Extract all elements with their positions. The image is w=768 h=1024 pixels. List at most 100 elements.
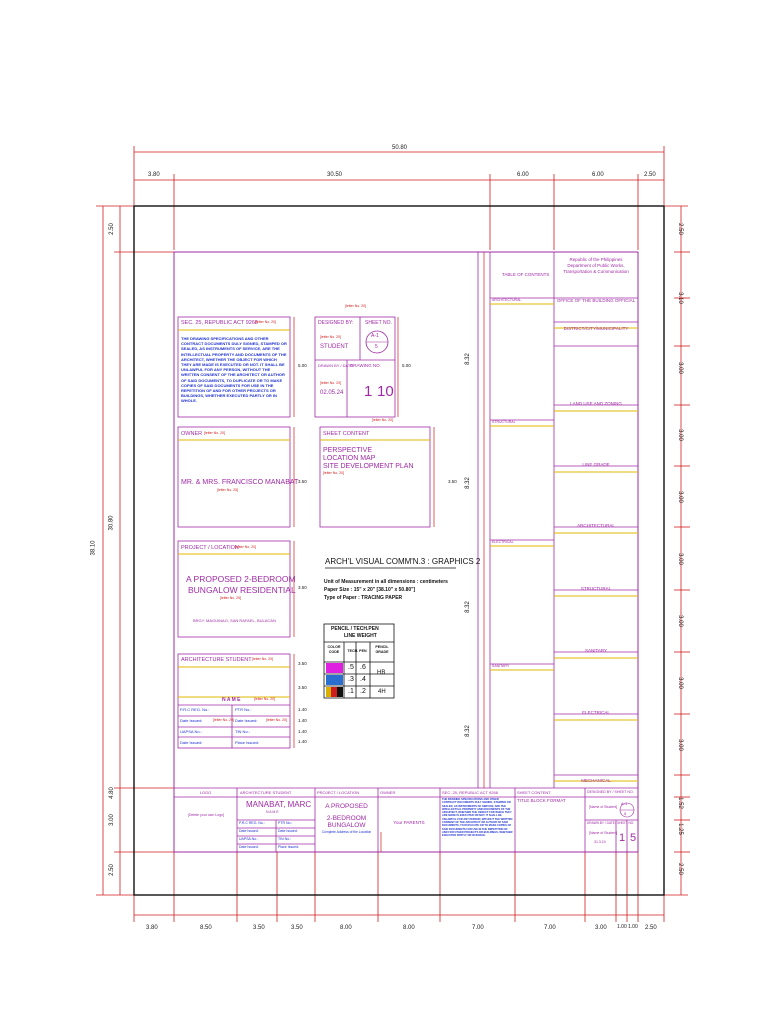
- sheet-content-line-1: PERSPECTIVE: [323, 447, 373, 454]
- sheet-content-label: SHEET CONTENT: [323, 431, 370, 437]
- dim-top-seg-3: 6.00: [517, 172, 529, 178]
- dim-right-seg-1: 2.50: [676, 223, 683, 235]
- dim-bottom-seg-7: 7.00: [472, 925, 484, 931]
- designed-by-label: DESIGNED BY:: [318, 320, 354, 326]
- dim-box-11: 1.40: [298, 739, 307, 744]
- dim-right-seg-7: 3.00: [676, 615, 683, 627]
- pencil-table-subtitle: LINE WEIGHT: [344, 633, 377, 639]
- tb-sheet-label: SHEET NO.: [617, 821, 635, 825]
- owner-label: OWNER: [181, 431, 203, 437]
- dim-bottom-seg-9: 3.00: [595, 925, 607, 931]
- tb-header-project: PROJECT / LOCATION: [317, 790, 360, 795]
- sheet-symbol-top: A-1: [371, 333, 379, 339]
- drawing-no-left: 1: [364, 383, 373, 400]
- course-paper-size: Paper Size : 15" x 20" [38.10" x 50.80"]: [324, 587, 416, 593]
- dim-bottom-seg-10: 1.00: [617, 924, 627, 930]
- tb-header-owner: OWNER: [380, 790, 396, 795]
- student-name-letter-tag: [letter No. 20]: [254, 697, 276, 701]
- tb-date: 31.3.24: [594, 840, 606, 844]
- sheet-content-line-2: LOCATION MAP: [323, 455, 376, 462]
- dim-right-seg-8: 3.00: [676, 677, 683, 689]
- dim-bottom-seg-6: 8.00: [403, 925, 415, 931]
- pencil-row-3-a: .1: [348, 688, 354, 695]
- dim-section-height-4: 8.32: [464, 725, 471, 737]
- dim-section-height-3: 8.32: [464, 601, 471, 613]
- approval-sanitary: SANITARY: [584, 648, 608, 653]
- tb-drawn-label: DRAWN BY / DATE:: [587, 821, 616, 825]
- pencil-table-title: PENCIL / TECH.PEN: [331, 626, 379, 632]
- course-paper-type: Type of Paper : TRACING PAPER: [324, 595, 403, 601]
- sec25-letter-tag: [letter No. 20]: [255, 320, 277, 324]
- dim-box-4: 3.50: [448, 479, 457, 484]
- dim-right-seg-3: 3.00: [676, 362, 683, 374]
- district-label: DISTRICT/CITY/MUNICIPALITY: [563, 326, 629, 331]
- drawn-by-date: 02.05.24: [320, 390, 344, 396]
- drawn-by-label: DRAWN BY / DATE:: [318, 363, 355, 368]
- dim-right-seg-11: 1.25: [676, 823, 683, 835]
- sheet-letter-tag: [letter No. 20]: [345, 304, 367, 308]
- dim-left-seg-1: 2.50: [108, 223, 115, 235]
- student-field-3a: UAPSA No.:: [180, 729, 202, 734]
- sheet-content-line-3: SITE DEVELOPMENT PLAN: [323, 463, 414, 470]
- tb-project-line-2: 2-BEDROOM BUNGALOW: [326, 815, 367, 829]
- approval-line-grade: LINE GRADE: [582, 462, 610, 467]
- student-field-4a: Date Issued:: [180, 740, 203, 745]
- dim-box-7: 3.50: [298, 661, 307, 666]
- dim-top-seg-5: 2.50: [644, 172, 656, 178]
- course-unit: Unit of Measurement in all dimensions : …: [324, 579, 448, 585]
- dim-right-seg-9: 3.00: [676, 739, 683, 751]
- toc-label: TABLE OF CONTENTS: [502, 272, 550, 277]
- pencil-table-header-pen: TECH. PEN: [347, 649, 367, 653]
- tb-sheet-right: 5: [630, 832, 637, 844]
- project-label: PROJECT / LOCATION: [181, 545, 239, 551]
- tb-field-1a: P.R.C REG. No.:: [239, 821, 265, 825]
- student-field-3b: TIN No.:: [235, 729, 250, 734]
- tb-student-sub: N A M E: [266, 810, 279, 814]
- dim-bottom-seg-12: 2.50: [645, 925, 657, 931]
- republic-line-1: Republic of the Philippines: [569, 257, 623, 262]
- dim-box-6: 3.50: [298, 685, 307, 690]
- designed-by-value: STUDENT: [320, 344, 349, 350]
- pencil-row-1-b: .6: [360, 664, 366, 671]
- project-line-2: BUNGALOW RESIDENTIAL: [188, 585, 296, 595]
- dim-left-overall: 38.10: [90, 540, 97, 556]
- tb-sheet-left: 1: [619, 832, 626, 844]
- dim-bottom-seg-4: 3.50: [291, 925, 303, 931]
- sheet-content-letter-tag: [letter No. 20]: [323, 471, 345, 475]
- approval-electrical: ELECTRICAL: [582, 710, 610, 715]
- designed-by-letter-tag: [letter No. 20]: [320, 335, 342, 339]
- owner-name: MR. & MRS. FRANCISCO MANABAT: [181, 479, 299, 486]
- tb-field-2b: Date Issued:: [278, 829, 298, 833]
- approval-structural: STRUCTURAL: [580, 586, 612, 591]
- republic-line-2: Department of Public Works,: [567, 263, 625, 268]
- owner-letter-tag: [letter No. 20]: [204, 431, 226, 435]
- tb-sheet-sym-top: A-1: [621, 801, 628, 806]
- republic-line-3: Transportation & Communication: [563, 269, 629, 274]
- student-box-label: ARCHITECTURE STUDENT: [181, 657, 252, 663]
- tb-project-note: Complete Address of the Location: [321, 830, 372, 834]
- tb-header-sec25: SEC. 25, REPUBLIC ACT 9266: [442, 790, 498, 795]
- drawn-by-letter-tag: [letter No. 20]: [320, 381, 342, 385]
- tb-field-3a: UAPSA No.:: [239, 837, 259, 841]
- sec25-paragraph: THE DRAWING SPECIFICATIONS AND OTHER CON…: [181, 336, 287, 404]
- dim-bottom-seg-8: 7.00: [544, 925, 556, 931]
- tb-project-line-1: A PROPOSED: [325, 803, 368, 810]
- dim-left-inner: 30.80: [108, 515, 115, 531]
- pencil-row-3-b: .2: [360, 688, 366, 695]
- tb-sheet-content: TITLE BLOCK FORMAT: [517, 798, 566, 803]
- section-structural: STRUCTURAL: [492, 420, 516, 424]
- tb-field-3b: TIN No.:: [278, 837, 292, 841]
- pencil-row-1-a: .5: [348, 664, 354, 671]
- drawing-no-right: 10: [377, 383, 394, 400]
- tb-field-1b: PTR No.:: [278, 821, 293, 825]
- drawing-no-letter-tag: [letter No. 20]: [372, 418, 394, 422]
- project-address: BRGY. MAGUINAO, SAN RAFAEL, BULACAN: [193, 618, 276, 623]
- dim-left-seg-2: 4.80: [108, 787, 115, 799]
- dim-section-height-2: 8.32: [464, 477, 471, 489]
- pencil-row-3-grade: 4H: [378, 689, 386, 695]
- dim-top-seg-1: 3.80: [148, 172, 160, 178]
- dim-right-seg-2: 3.10: [676, 292, 683, 304]
- dim-box-3: 3.50: [298, 479, 307, 484]
- student-name-label: N A M E: [222, 697, 241, 703]
- student-field-4b: Place Issued:: [235, 740, 260, 745]
